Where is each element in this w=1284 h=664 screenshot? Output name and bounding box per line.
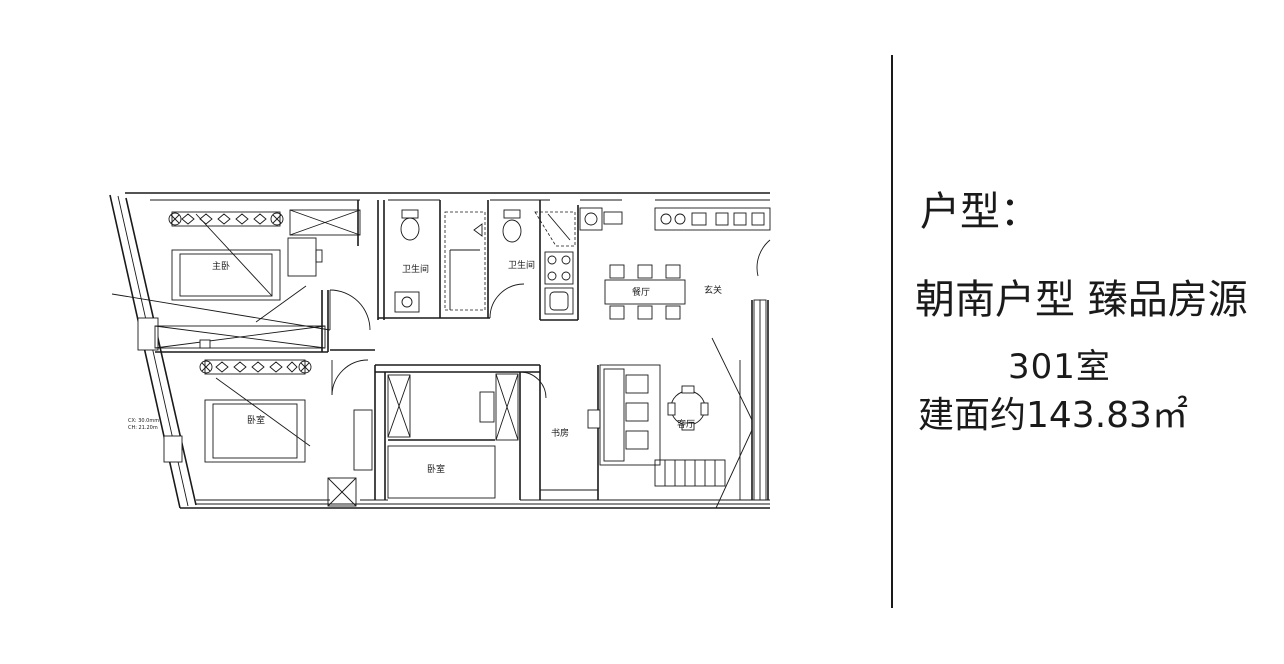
right-column	[753, 299, 767, 501]
master-guide-lines	[111, 213, 331, 331]
room-label-foyer: 玄关	[704, 284, 722, 296]
stove	[544, 251, 574, 285]
kitchen-sink	[544, 287, 574, 315]
master-wardrobe	[289, 209, 361, 236]
room-number: 301室	[1008, 347, 1111, 387]
kitchen-counter	[654, 207, 771, 231]
exterior-walls	[109, 192, 770, 509]
room-label-middle-bedroom: 卧室	[427, 463, 445, 475]
layout-tagline: 朝南户型 臻品房源	[915, 277, 1248, 323]
middle-wardrobe-left	[387, 374, 411, 438]
middle-desk	[479, 391, 495, 423]
master-desk	[287, 237, 323, 277]
layout-heading: 户型：	[920, 189, 1040, 235]
living-guide-lines	[711, 337, 753, 509]
hall-cabinet	[327, 409, 373, 507]
shower-2	[534, 211, 576, 247]
room-label-study: 书房	[551, 427, 569, 439]
room-label-master-bedroom: 主卧	[212, 260, 230, 272]
study-chair	[540, 409, 601, 491]
dimension-cx: CX: 30.0mm	[128, 418, 159, 424]
toilet-2	[502, 209, 522, 243]
room-label-living: 客厅	[677, 418, 695, 430]
sofa	[599, 364, 661, 466]
shower-1	[444, 211, 486, 311]
tv-cabinet	[654, 459, 726, 487]
partition-cabinet	[154, 325, 326, 349]
building-area: 建面约143.83㎡	[918, 395, 1188, 436]
sink-1	[394, 291, 420, 313]
room-label-bathroom-1: 卫生间	[402, 263, 429, 275]
door-arcs	[329, 239, 771, 399]
middle-bed	[387, 445, 496, 499]
room-label-left-bedroom: 卧室	[247, 414, 265, 426]
round-table	[667, 385, 709, 431]
vertical-divider	[891, 55, 893, 608]
left-bed	[199, 359, 312, 463]
kitchen-appliance	[579, 207, 623, 231]
dimension-ch: CH: 21.20m	[128, 425, 158, 431]
room-label-bathroom-2: 卫生间	[508, 259, 535, 271]
room-label-dining: 餐厅	[632, 286, 650, 298]
interior-walls	[155, 200, 769, 500]
master-bed	[168, 211, 284, 301]
dining-table	[604, 264, 686, 320]
middle-wardrobe-right	[495, 373, 519, 441]
toilet-1	[400, 209, 420, 241]
floor-plan-drawing: 主卧 卧室 CX: 30.0mm CH: 21.20m	[109, 192, 771, 509]
